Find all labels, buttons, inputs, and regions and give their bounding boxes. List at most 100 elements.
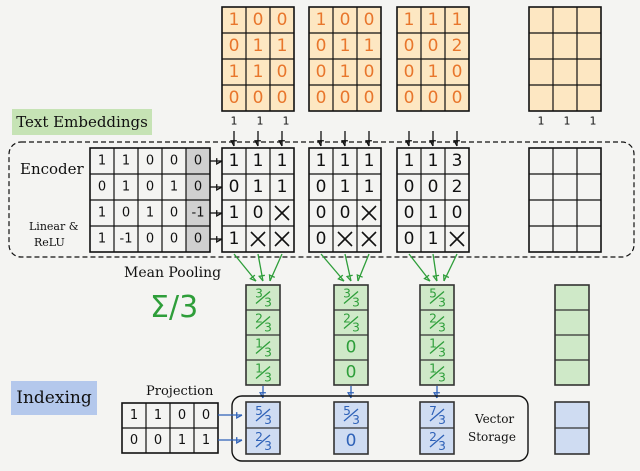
- encoded-matrix-cell: 0: [253, 203, 264, 223]
- text-embeddings-label: Text Embeddings: [12, 109, 152, 135]
- embed-to-encoder-arrow-head: [230, 140, 237, 147]
- encoded-matrix-cell: 1: [277, 177, 288, 197]
- relu-label: ReLU: [34, 236, 65, 249]
- embedding-matrix-cell: 0: [452, 88, 463, 108]
- encoded-matrix-cell: 3: [452, 151, 463, 171]
- encoder-weight-matrix-cell: 1: [170, 180, 178, 195]
- encoder-weight-matrix-cell: 1: [98, 206, 106, 221]
- encoded-to-pooled-arrow-head: [442, 273, 450, 282]
- ones-row-value: 1: [283, 115, 290, 128]
- encoded-matrix-cell-cross: [337, 231, 353, 247]
- encoder-weight-matrix-cell: 0: [170, 154, 178, 169]
- pooled-vector-cell-slash: [429, 366, 445, 379]
- encoded-to-pooled-arrow-head: [356, 274, 363, 282]
- encoded-matrix-cell: 1: [229, 151, 240, 171]
- encoded-matrix-cell: 1: [364, 177, 375, 197]
- embed-to-encoder-arrow-head: [365, 140, 372, 147]
- sum-over-three-annotation: Σ/3: [150, 290, 199, 325]
- weight-to-encoded-arrow-head: [216, 236, 223, 243]
- stored-vector-cell-slash: [255, 434, 271, 448]
- encoded-matrix-cell: 1: [229, 203, 240, 223]
- ones-row-value: 1: [257, 115, 264, 128]
- encoded-to-pooled-arrow-head: [432, 274, 440, 282]
- pooled-vector-cell-numerator: 2: [343, 312, 351, 326]
- encoded-matrix-cell-cross: [274, 231, 290, 247]
- embedding-matrix-cell: 0: [316, 62, 327, 82]
- embedding-matrix-cell: 0: [229, 88, 240, 108]
- encoded-matrix-cell: 1: [428, 203, 439, 223]
- pooled-vector-cell-slash: [429, 316, 445, 329]
- stored-vector-cell-denominator: 3: [438, 413, 446, 427]
- encoded-matrix-cell-cross: [361, 205, 377, 221]
- encoder-weight-matrix-cell: 1: [98, 232, 106, 247]
- weight-to-encoded-arrow-head: [216, 158, 223, 165]
- embedding-matrix-cell: 1: [452, 10, 463, 30]
- pooled-vector-cell-slash: [255, 366, 271, 379]
- encoder-region: [8, 141, 635, 258]
- stored-vector-cell-slash: [343, 408, 359, 422]
- encoded-matrix-cell-cross: [274, 205, 290, 221]
- vector-storage-box: [231, 395, 529, 462]
- pooled-vector-cell-denominator: 3: [264, 346, 272, 360]
- encoded-matrix-cell: 0: [229, 177, 240, 197]
- encoded-matrix-cell-cross: [361, 231, 377, 247]
- embedding-matrix-cell: 0: [452, 62, 463, 82]
- pooled-vector-cell-denominator: 3: [352, 296, 360, 310]
- encoder-weight-matrix-cell: 0: [98, 180, 106, 195]
- embedding-matrix-cell: 0: [277, 88, 288, 108]
- embedding-matrix-cell: 0: [253, 10, 264, 30]
- encoder-weight-matrix-cell: -1: [120, 232, 133, 247]
- pooled-vector-cell-numerator: 5: [429, 287, 437, 301]
- pooled-vector-cell-slash: [255, 291, 271, 304]
- pooled-vector-cell-denominator: 3: [264, 321, 272, 335]
- encoded-matrix-cell-cross: [449, 231, 465, 247]
- embedding-matrix-cell: 0: [404, 62, 415, 82]
- encoded-matrix-cell: 1: [253, 151, 264, 171]
- encoded-matrix-cell: 0: [316, 229, 327, 249]
- embedding-matrix-cell: 1: [404, 10, 415, 30]
- embedding-matrix-cell: 1: [340, 62, 351, 82]
- linear-label: Linear &: [29, 220, 79, 233]
- embedding-matrix-cell: 1: [364, 36, 375, 56]
- encoded-to-pooled-arrow-head: [345, 274, 353, 282]
- pooled-vector-cell-denominator: 3: [438, 346, 446, 360]
- embed-to-encoder-arrow-head: [254, 140, 261, 147]
- embedding-matrix-cell: 0: [229, 36, 240, 56]
- pooled-vector-cell-denominator: 3: [352, 321, 360, 335]
- projection-matrix-cell: 1: [154, 408, 162, 423]
- encoder-weight-matrix-cell: 1: [122, 180, 130, 195]
- projection-matrix-cell: 0: [178, 408, 186, 423]
- indexing-label: Indexing: [11, 381, 97, 415]
- projection-matrix-cell: 0: [130, 433, 138, 448]
- encoded-to-pooled-arrow: [344, 253, 352, 282]
- encoded-to-pooled-arrow-head: [268, 273, 276, 282]
- encoded-matrix-cell: 0: [428, 177, 439, 197]
- embedding-matrix-cell: 0: [404, 36, 415, 56]
- pooled-vector-cell: 0: [346, 363, 357, 383]
- embed-to-encoder-arrow-head: [317, 140, 324, 147]
- embed-to-encoder-arrow-head: [341, 140, 348, 147]
- embedding-matrix-cell: 1: [253, 36, 264, 56]
- ones-row-value: 1: [538, 115, 545, 128]
- encoded-to-pooled-arrow: [257, 253, 264, 282]
- projection-matrix-cell: 1: [178, 433, 186, 448]
- embedding-matrix-cell: 0: [316, 36, 327, 56]
- encoder-weight-matrix-cell: 0: [146, 154, 154, 169]
- pooled-vector-cell-numerator: 2: [255, 312, 263, 326]
- pooled-vector-cell-slash: [429, 291, 445, 304]
- encoder-weight-matrix-cell: 1: [146, 206, 154, 221]
- encoder-weight-matrix-cell: 0: [194, 180, 202, 195]
- embedding-matrix-cell: 0: [340, 10, 351, 30]
- ones-row-value: 1: [564, 115, 571, 128]
- stored-vector-cell-numerator: 2: [429, 430, 437, 444]
- projection-matrix-cell: 1: [202, 433, 210, 448]
- encoded-matrix-cell: 0: [452, 203, 463, 223]
- encoder-weight-matrix-cell: 0: [170, 206, 178, 221]
- encoder-weight-matrix-cell: 0: [170, 232, 178, 247]
- vector-label: Vector: [475, 412, 515, 426]
- storage-label: Storage: [468, 430, 516, 444]
- stored-vector-cell-numerator: 7: [429, 404, 437, 418]
- embedding-matrix-cell: 1: [428, 10, 439, 30]
- stored-vector-cell-slash: [429, 408, 445, 422]
- pooled-vector-cell-numerator: 1: [255, 362, 263, 376]
